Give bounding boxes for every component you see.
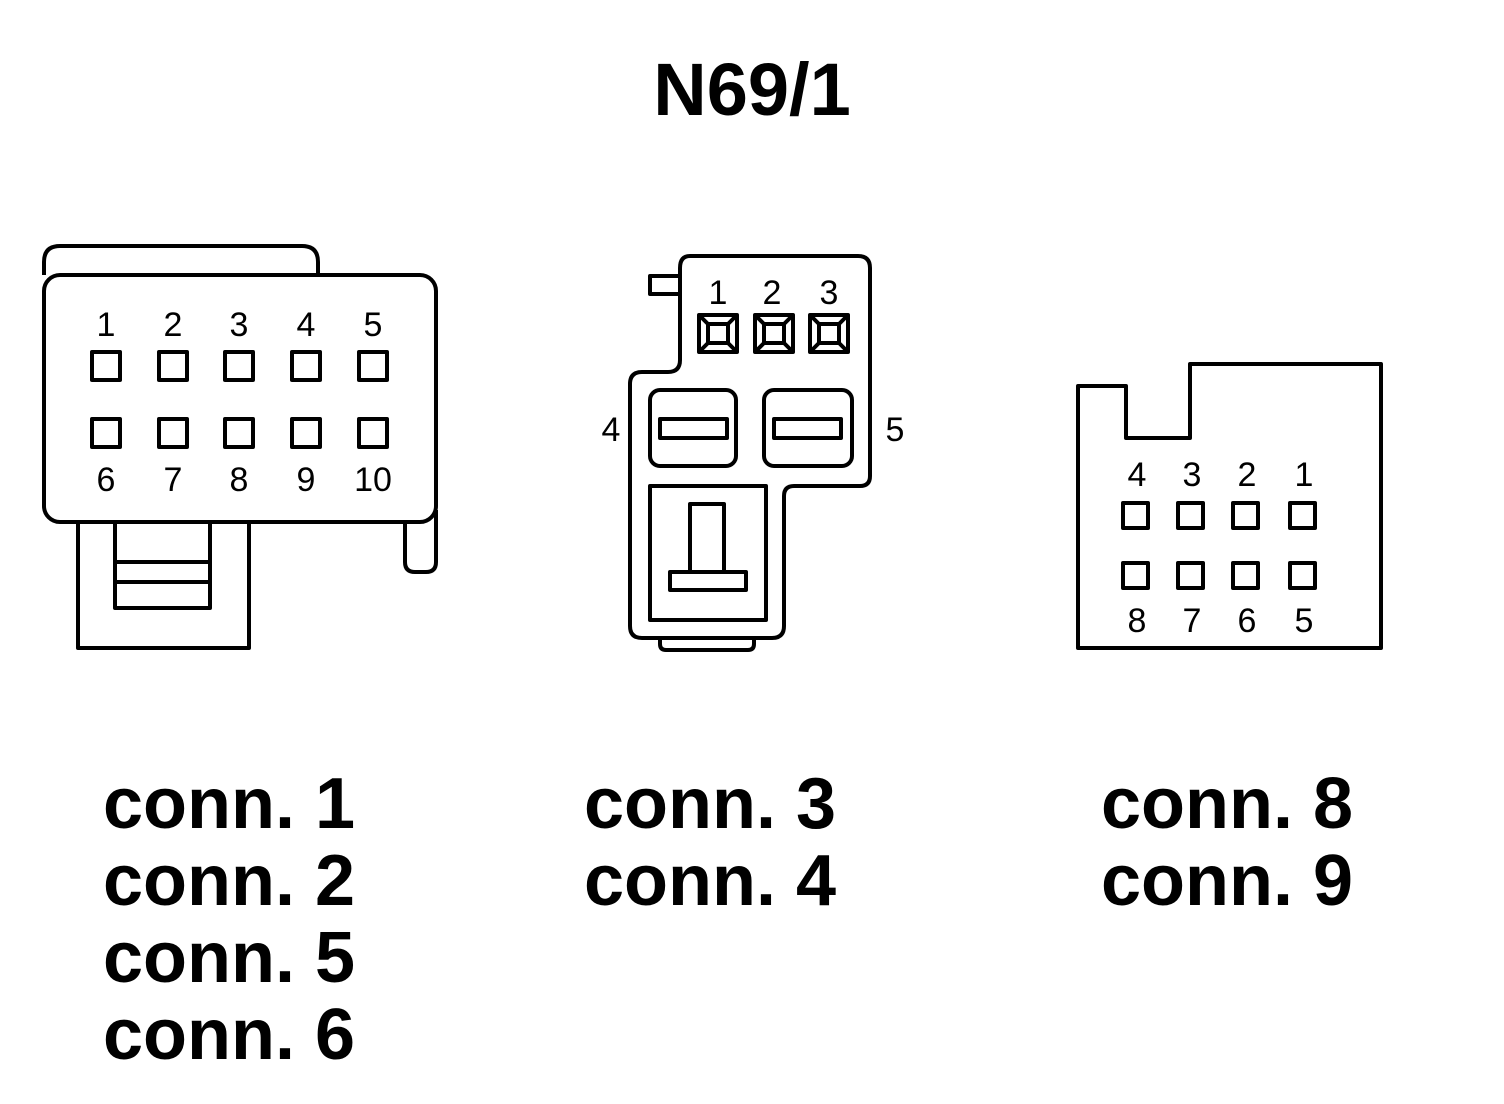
pin-label: 9 [297, 461, 316, 499]
connector-label: conn. 5 [103, 918, 356, 998]
connector-label: conn. 2 [103, 841, 356, 921]
connector-b-housing [628, 254, 872, 652]
pin-label: 1 [97, 306, 116, 344]
pin-label: 3 [1183, 456, 1202, 494]
pin-label: 2 [1238, 456, 1257, 494]
connector-label: conn. 8 [1101, 764, 1354, 844]
pin-label: 5 [1295, 602, 1314, 640]
pin-label: 8 [1128, 602, 1147, 640]
connector-a-pin-sockets [90, 350, 389, 449]
pin-label: 4 [1128, 456, 1147, 494]
connector-label: conn. 1 [103, 764, 356, 844]
pin-label: 2 [164, 306, 183, 344]
pin-label: 6 [97, 461, 116, 499]
connector-label: conn. 9 [1101, 841, 1354, 921]
pin-label: 7 [164, 461, 183, 499]
pin-label: 4 [297, 306, 316, 344]
pin-label: 5 [364, 306, 383, 344]
connector-c-housing [1076, 362, 1383, 650]
pin-label: 3 [820, 274, 839, 312]
pin-label: 8 [230, 461, 249, 499]
pin-label: 10 [354, 461, 392, 499]
pin-label: 6 [1238, 602, 1257, 640]
pin-label: 4 [602, 411, 621, 449]
diagram-title: N69/1 [653, 48, 851, 131]
pin-label: 1 [1295, 456, 1314, 494]
connector-c-label-list: conn. 8 conn. 9 [1101, 766, 1353, 920]
connector-b-pin-sockets [697, 313, 850, 354]
pin-label: 7 [1183, 602, 1202, 640]
connector-label: conn. 4 [584, 841, 837, 921]
connector-b-label-list: conn. 3 conn. 4 [584, 766, 836, 920]
connector-label: conn. 6 [103, 995, 356, 1075]
connector-a-label-list: conn. 1 conn. 2 conn. 5 conn. 6 [103, 766, 355, 1074]
pin-label: 5 [886, 411, 905, 449]
pin-label: 3 [230, 306, 249, 344]
connector-label: conn. 3 [584, 764, 837, 844]
pin-label: 1 [709, 274, 728, 312]
pin-label: 2 [763, 274, 782, 312]
connector-a-housing [42, 244, 438, 650]
connector-c-pin-sockets [1121, 501, 1317, 590]
